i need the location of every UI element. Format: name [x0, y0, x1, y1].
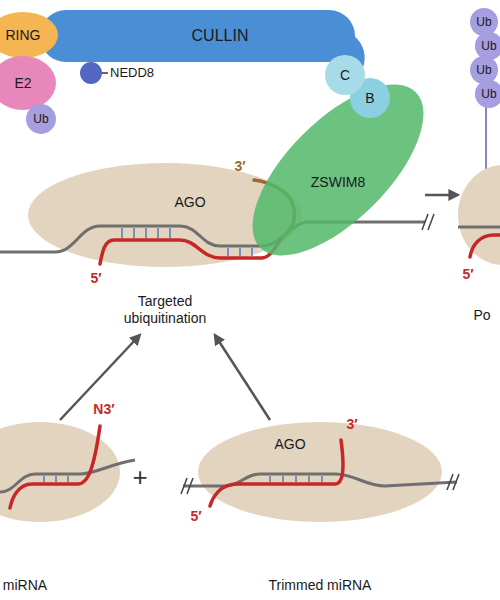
- node-label: Ub: [481, 39, 496, 53]
- node-outline: [250, 82, 426, 258]
- base-pairs: [270, 476, 322, 482]
- node-label: RING: [6, 27, 41, 44]
- text-holder: Targeted ubiquitination: [100, 293, 230, 327]
- node-label: miRNA: [3, 577, 47, 594]
- label-holder: 3′: [234, 158, 245, 175]
- node-label: Ub: [476, 15, 491, 29]
- ago-trimmed-mirna: AGO Trimmed miRNA: [195, 420, 445, 595]
- target-rna: [0, 222, 425, 252]
- nedd8-tick: [102, 72, 108, 74]
- text-holder: miRNA: [3, 577, 47, 594]
- node-label: E2: [14, 75, 31, 92]
- node-outline: [195, 420, 445, 595]
- mirna-3-end: [254, 180, 294, 238]
- label-holder: +: [132, 462, 147, 493]
- node-label: Ub: [476, 63, 491, 77]
- text-holder: AGO: [274, 436, 305, 453]
- ago-outline: [198, 422, 442, 522]
- rna-end-label: 3′: [234, 158, 245, 175]
- label-holder: 5′: [190, 508, 201, 525]
- mirna-strand: [100, 238, 282, 264]
- ago-outline: [0, 422, 120, 522]
- node-label: CULLIN: [192, 26, 249, 45]
- mirna-strand: [470, 235, 500, 257]
- nedd8: NEDD8: [80, 62, 102, 84]
- node-label: Targeted ubiquitination: [100, 293, 230, 327]
- text-holder: NEDD8: [110, 65, 154, 81]
- text-holder: E2: [14, 75, 31, 92]
- ubiquitin: Ub: [475, 80, 500, 108]
- label-holder: N3′: [93, 401, 114, 418]
- cullin-scaffold: CULLIN: [40, 10, 355, 62]
- text-holder: Po: [473, 307, 490, 324]
- text-holder: Ub: [476, 15, 491, 29]
- text-holder: C: [340, 67, 350, 84]
- node-label: Ub: [481, 87, 496, 101]
- process-arrow: [215, 335, 270, 420]
- node-label: B: [365, 90, 374, 107]
- process-arrow: [60, 335, 140, 420]
- node-label: ZSWIM8: [311, 174, 365, 191]
- node-label: AGO: [174, 194, 205, 211]
- rna-end-label: 5′: [190, 508, 201, 525]
- mirna-strand: [10, 426, 100, 508]
- text-holder: Ub: [481, 87, 496, 101]
- text-holder: CULLIN: [192, 26, 249, 45]
- process-arrow: [425, 194, 458, 197]
- e2-enzyme: E2: [0, 56, 56, 110]
- ubiquitin: Ub: [26, 104, 56, 134]
- rna-end-label: 3′: [346, 416, 357, 433]
- label-holder: 5′: [462, 266, 473, 283]
- text-holder: AGO: [174, 194, 205, 211]
- target-rna: [458, 226, 500, 229]
- break-mark: [422, 214, 434, 230]
- text-holder: Ub: [481, 39, 496, 53]
- ago-mirna: miRNA: [0, 420, 125, 595]
- elongin-c: C: [325, 55, 365, 95]
- node-label: Po: [473, 307, 490, 324]
- text-holder: RING: [6, 27, 41, 44]
- text-holder: ZSWIM8: [311, 174, 365, 191]
- rna-end-label: 5′: [462, 266, 473, 283]
- zswim8: ZSWIM8: [250, 82, 426, 258]
- node-outline: [0, 420, 125, 595]
- node-label: C: [340, 67, 350, 84]
- ago-outline: [28, 163, 302, 267]
- base-pairs: [44, 476, 68, 482]
- text-holder: Trimmed miRNA: [245, 577, 395, 594]
- rna-end-label: N3′: [93, 401, 114, 418]
- label-holder: 5′: [90, 270, 101, 287]
- base-pairs: [122, 228, 252, 256]
- node-label: NEDD8: [110, 65, 154, 81]
- node-label: AGO: [274, 436, 305, 453]
- node-label: Trimmed miRNA: [245, 577, 395, 594]
- text-holder: B: [365, 90, 374, 107]
- ago-outline: [458, 165, 500, 265]
- text-holder: Ub: [476, 63, 491, 77]
- label-holder: 3′: [346, 416, 357, 433]
- node-label: Ub: [33, 112, 48, 126]
- text-holder: Ub: [33, 112, 48, 126]
- rna-end-label: 5′: [90, 270, 101, 287]
- plus-sign: +: [132, 462, 147, 493]
- poly-ubiquitinated-ago: Po: [458, 165, 500, 340]
